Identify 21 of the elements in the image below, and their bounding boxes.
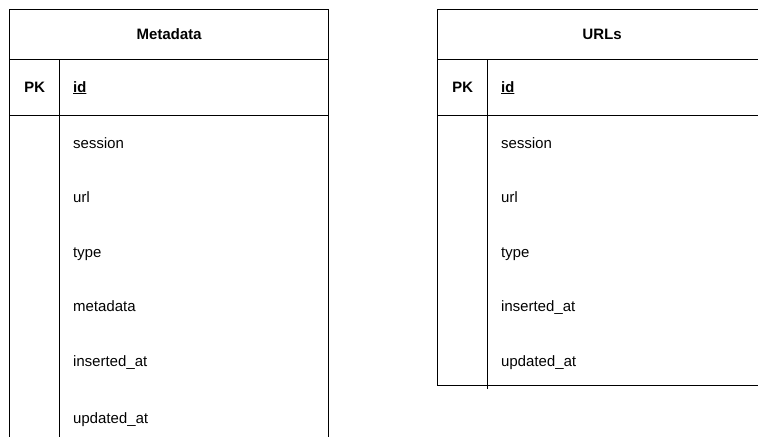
field-name: updated_at: [73, 410, 148, 427]
field-name: metadata: [73, 298, 136, 316]
er-table: [9, 9, 329, 437]
er-table: [437, 9, 758, 386]
field-name: id: [73, 79, 86, 96]
field-name: url: [73, 189, 90, 206]
table-title: Metadata: [136, 26, 202, 43]
field-name: url: [501, 189, 518, 206]
field-name: session: [501, 134, 552, 152]
key-label: PK: [452, 79, 473, 96]
table-title: URLs: [582, 26, 622, 43]
field-name: type: [501, 244, 530, 261]
key-label: PK: [24, 79, 45, 96]
field-name: inserted_at: [73, 352, 148, 370]
table-row: [10, 60, 328, 116]
field-name: updated_at: [501, 352, 576, 370]
field-name: type: [73, 244, 102, 261]
field-name: id: [501, 79, 514, 96]
field-name: session: [73, 134, 124, 152]
field-name: inserted_at: [501, 298, 576, 316]
table-row: [438, 60, 758, 116]
